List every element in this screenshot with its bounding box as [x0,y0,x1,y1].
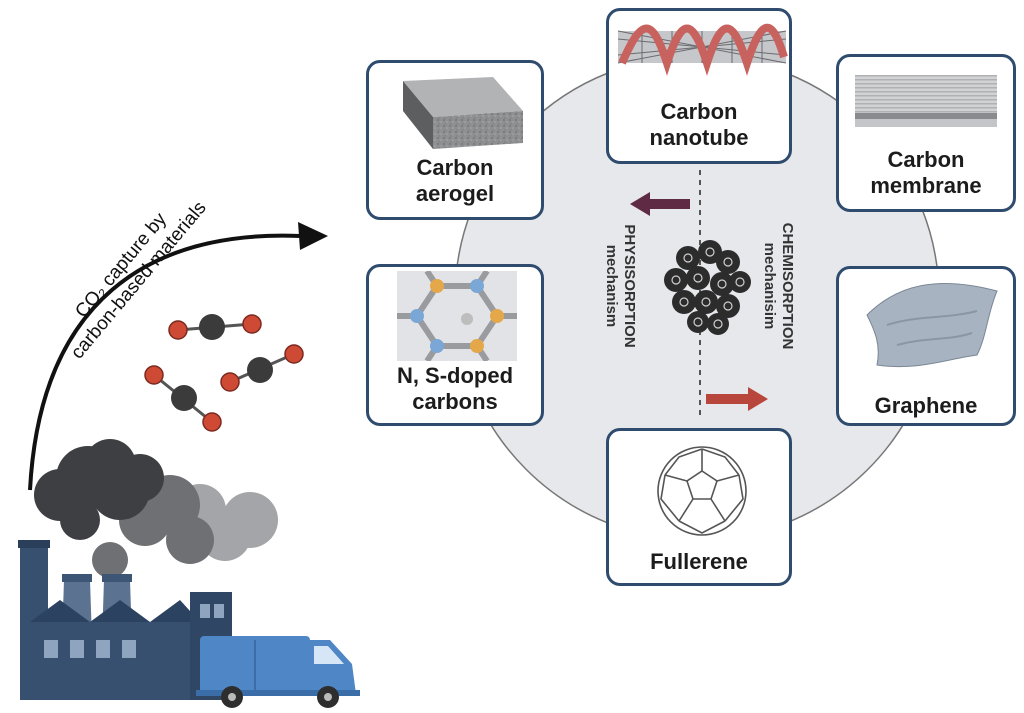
co2-molecule-icon [144,365,222,432]
co2-molecule-icon [220,344,304,392]
aerogel-icon [403,77,523,149]
doped-carbon-icon [397,271,517,361]
factory-icon [18,540,232,700]
doped-label-line1: N, S-doped [396,363,514,388]
doped-label: N, S-doped carbons [369,363,541,415]
membrane-label: Carbon membrane [839,147,1013,199]
co2-molecule-icon [168,314,262,340]
aerogel-label-line2: aerogel [415,181,495,206]
co2-cluster-icon [664,240,751,335]
nanotube-icon [617,23,788,76]
card-carbon-nanotube: Carbon nanotube [606,8,792,164]
fullerene-label: Fullerene [609,549,789,575]
graphene-label-line1: Graphene [874,393,978,418]
doped-label-line2: carbons [412,389,498,414]
graphene-icon [866,282,998,368]
card-doped-carbons: N, S-doped carbons [366,264,544,426]
card-graphene: Graphene [836,266,1016,426]
nanotube-label-line2: nanotube [649,125,749,150]
smoke-cloud-icon [34,439,278,578]
capture-arrow [28,233,301,491]
membrane-label-line2: membrane [870,173,982,198]
physisorption-arrow [630,192,690,216]
chemisorption-label: CHEMISORPTION mechanisim [760,196,796,376]
card-fullerene: Fullerene [606,428,792,586]
aerogel-label-line1: Carbon [416,155,494,180]
membrane-icon [855,75,997,127]
nanotube-label-line1: Carbon [660,99,738,124]
chemisorption-subtitle: mechanisim [761,242,778,330]
physisorption-subtitle: mechanism [603,244,620,328]
physisorption-label: PHYSISORPTION mechanism [602,196,638,376]
graphene-label: Graphene [839,393,1013,419]
chemisorption-arrow [706,387,768,411]
nanotube-label: Carbon nanotube [609,99,789,151]
aerogel-label: Carbon aerogel [369,155,541,207]
truck-icon [196,636,360,708]
fullerene-label-line1: Fullerene [650,549,748,574]
membrane-label-line1: Carbon [887,147,965,172]
card-carbon-membrane: Carbon membrane [836,54,1016,212]
fullerene-icon [657,446,747,536]
chemisorption-title: CHEMISORPTION [779,222,796,350]
card-carbon-aerogel: Carbon aerogel [366,60,544,220]
physisorption-title: PHYSISORPTION [621,224,638,348]
capture-arrowhead-icon [298,222,328,250]
